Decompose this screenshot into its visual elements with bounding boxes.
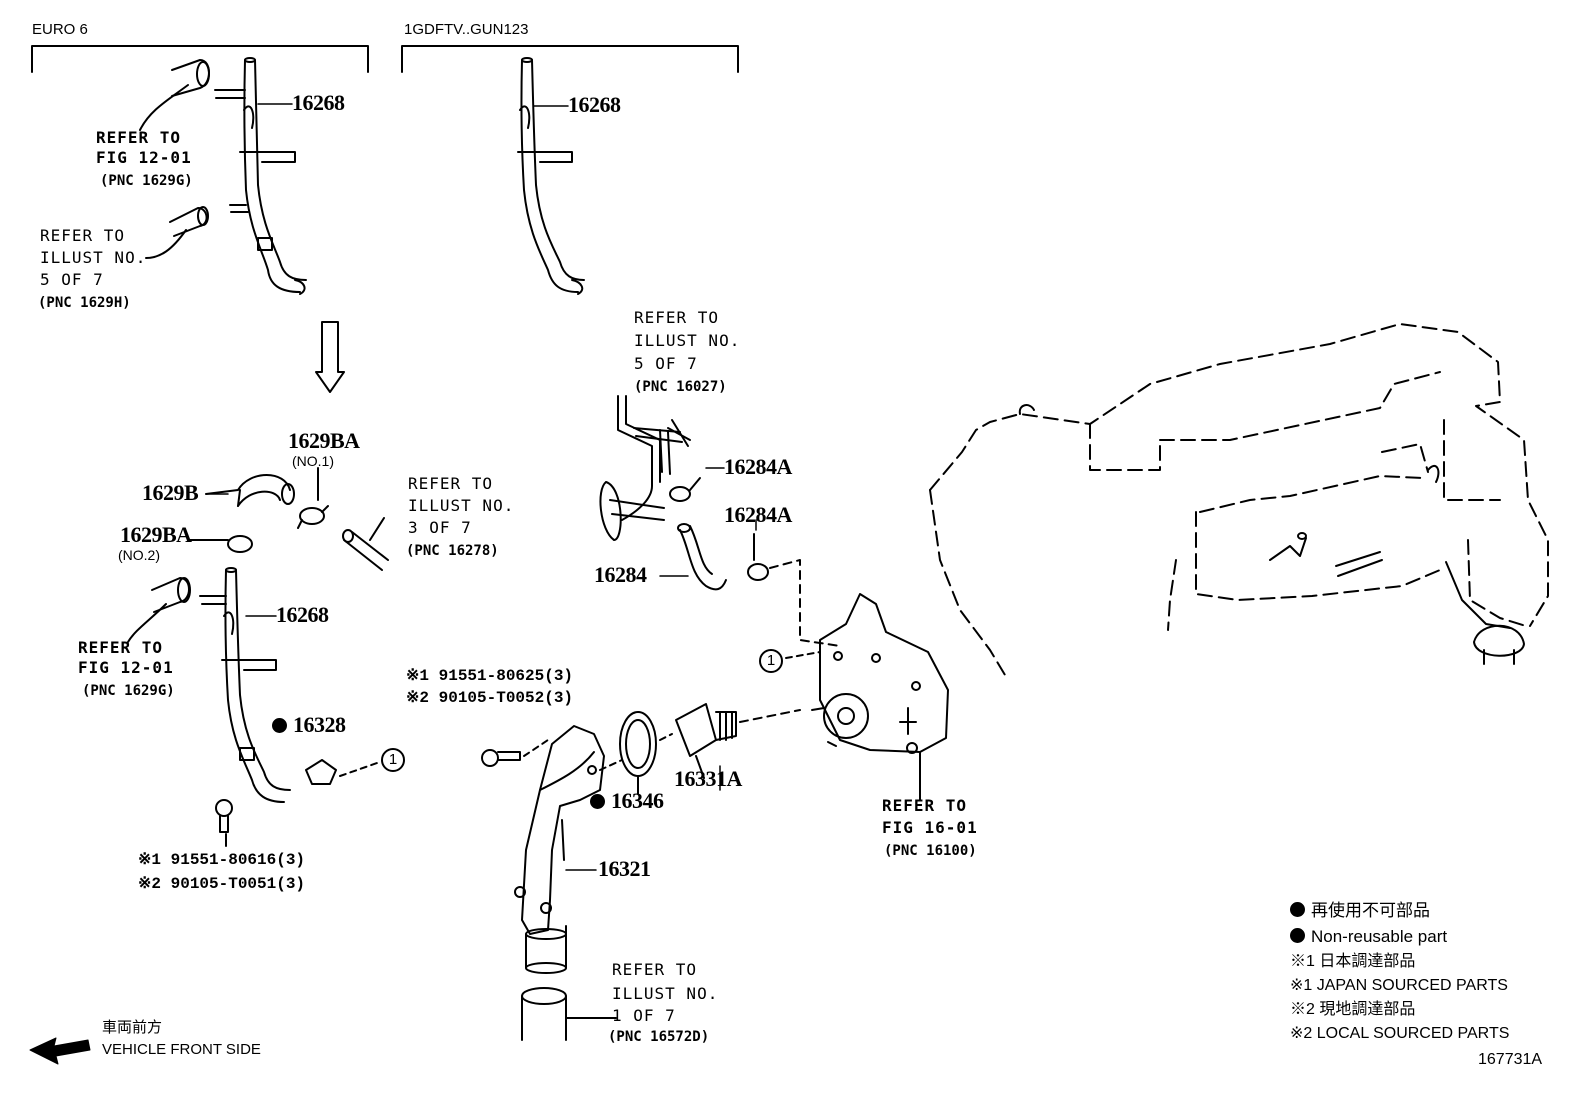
legend-dot-en [1290,928,1305,943]
clamp-16328 [305,748,405,785]
part-1629BA-no2-sub: (NO.2) [118,547,160,563]
ref-fig1201-mid-l1: REFER TO [78,638,164,657]
down-arrow [315,321,345,393]
front-label-en: VEHICLE FRONT SIDE [102,1041,261,1058]
part-16268-euro6: 16268 [292,90,345,115]
hose-stub-top [139,59,210,131]
ref-fig1601-l1: REFER TO [882,796,968,815]
ref-illust1-l3: 1 OF 7 [612,1006,676,1025]
ref-illust5-mid-l1: REFER TO [634,308,720,327]
header-euro6: EURO 6 [32,21,88,38]
ref-illust5-top-l4: (PNC 1629H) [38,295,131,311]
part-16268-engine: 16268 [568,92,621,117]
bolt-lower-line1: ※1 91551-80616(3) [138,851,306,869]
ref-illust5-top-l1: REFER TO [40,226,126,245]
legend-local-en: ※2 LOCAL SOURCED PARTS [1290,1025,1510,1042]
legend-japan-en: ※1 JAPAN SOURCED PARTS [1290,977,1508,994]
pipe-16268-euro6 [214,57,307,295]
legend-nonreuse-en: Non-reusable part [1290,928,1447,945]
leader-lines [205,103,921,871]
hose-stub-mid [145,206,209,259]
part-16346-label: 16346 [611,788,664,813]
non-reusable-dot-16346 [590,794,605,809]
ref-illust3-l3: 3 OF 7 [408,518,472,537]
clamp-1629BA-no1 [297,467,329,529]
ref-illust1-l2: ILLUST NO. [612,984,719,1003]
ref-illust5-mid-l3: 5 OF 7 [634,354,698,373]
ref-illust1-l1: REFER TO [612,960,698,979]
clamp-16284A-upper [669,477,701,502]
bracket-euro6 [31,45,369,73]
ref-illust5-mid-l4: (PNC 16027) [634,379,727,395]
hose-stub-lower [127,577,191,643]
hose-1629B [205,474,295,507]
ref-fig1201-top-l1: REFER TO [96,128,182,147]
clamp-16284A-lower [747,533,841,647]
bracket-engine [401,45,739,73]
legend-nonreuse-jp-text: 再使用不可部品 [1311,901,1430,920]
ref-illust3-l4: (PNC 16278) [406,543,499,559]
legend-local-jp: ※2 現地調達部品 [1290,1001,1416,1018]
hose-16284 [677,523,727,591]
ref-fig1601-l2: FIG 16-01 [882,818,978,837]
ref-illust5-top-l3: 5 OF 7 [40,270,104,289]
part-16331A: 16331A [674,766,742,791]
part-16268-lower: 16268 [276,602,329,627]
ref-illust5-top-l2: ILLUST NO. [40,248,147,267]
ref-fig1201-top-l3: (PNC 1629G) [100,173,193,189]
part-1629BA-no2: 1629BA [120,522,192,547]
part-16284: 16284 [594,562,647,587]
clamp-1629BA-no2 [189,535,253,553]
header-engine: 1GDFTV..GUN123 [404,21,529,38]
ref-fig1201-mid-l3: (PNC 1629G) [82,683,175,699]
part-16284A-lower: 16284A [724,502,792,527]
gasket-16346 [619,711,657,795]
ref-fig1601-l3: (PNC 16100) [884,843,977,859]
pipe-16268-engine [517,57,585,295]
part-16321: 16321 [598,856,651,881]
bolt-lower-line2: ※2 90105-T0051(3) [138,875,306,893]
legend-nonreuse-en-text: Non-reusable part [1311,927,1448,946]
thermostat-16331A [599,703,801,779]
bolt-upper-line1: ※1 91551-80625(3) [406,667,574,685]
outlet-16321 [514,725,605,974]
ref-fig1201-top-l2: FIG 12-01 [96,148,192,167]
ref-fig1201-mid-l2: FIG 12-01 [78,658,174,677]
bolt-upper [481,739,549,767]
part-16328-label: 16328 [293,712,346,737]
legend-japan-jp: ※1 日本調達部品 [1290,953,1416,970]
legend-dot-jp [1290,902,1305,917]
engine-outline [929,323,1549,681]
pipe-lower-illust1 [521,987,617,1041]
ref-illust3-l1: REFER TO [408,474,494,493]
pipe-stub-illust3 [342,517,389,571]
part-1629BA-no1-sub: (NO.1) [292,453,334,469]
part-1629B: 1629B [142,480,199,505]
pipe-16268-lower [199,567,291,803]
pipe-assembly-16027 [599,395,691,541]
ref-illust5-mid-l2: ILLUST NO. [634,331,741,350]
part-16328: 16328 [272,714,346,736]
non-reusable-dot-16328 [272,718,287,733]
illustration-id: 167731A [1478,1051,1543,1068]
ref-illust3-l2: ILLUST NO. [408,496,515,515]
engine-details [1018,404,1525,665]
front-arrow [29,1037,91,1065]
bolt-upper-line2: ※2 90105-T0052(3) [406,689,574,707]
part-16346: 16346 [590,790,664,812]
water-pump [759,593,949,801]
ref-illust1-l4: (PNC 16572D) [608,1029,710,1045]
part-16284A-upper: 16284A [724,454,792,479]
part-1629BA-no1: 1629BA [288,428,360,453]
callout-1-right: 1 [766,652,776,669]
legend-nonreuse-jp: 再使用不可部品 [1290,902,1430,919]
front-label-jp: 車両前方 [102,1019,163,1036]
bolt-lower [215,799,233,847]
callout-1-left: 1 [388,751,398,768]
